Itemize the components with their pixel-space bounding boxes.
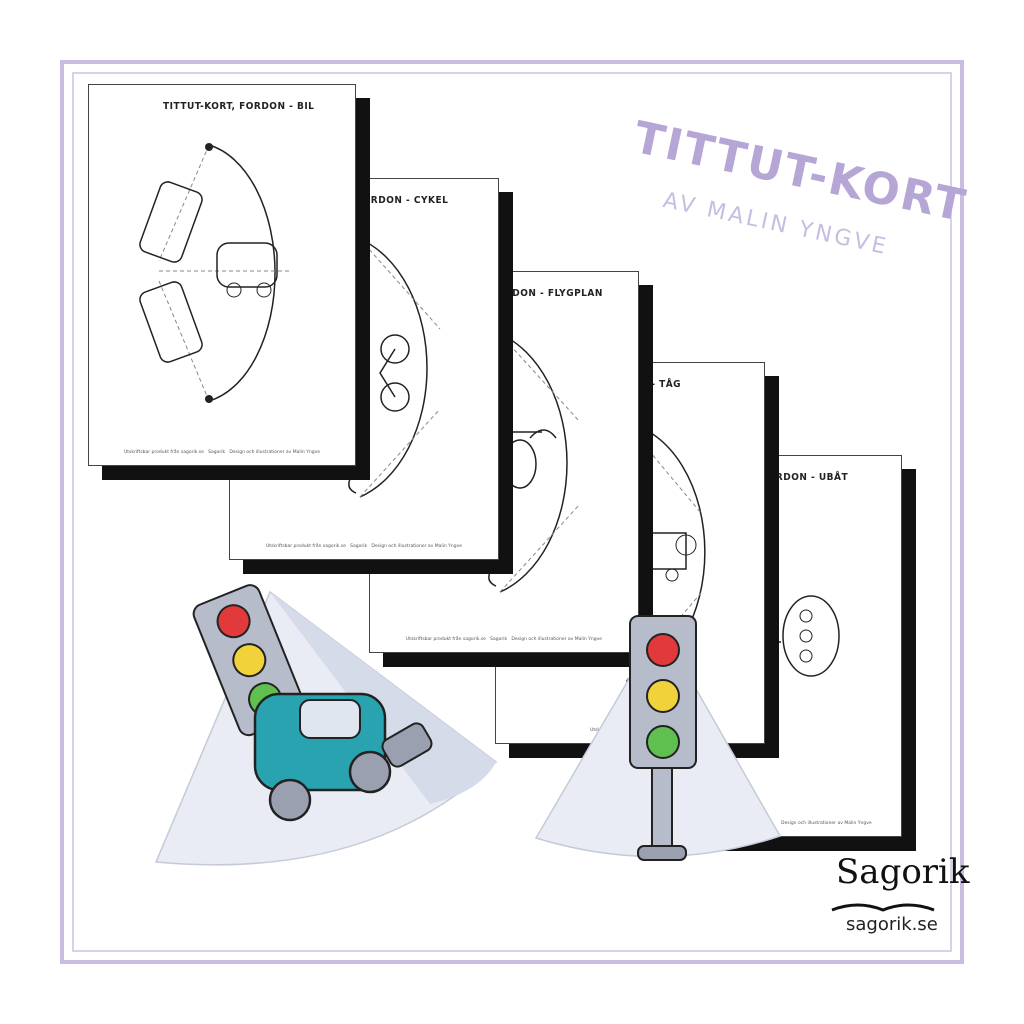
car-icon bbox=[253, 692, 433, 822]
sheet-title: FORDON - UBÅT bbox=[761, 472, 849, 483]
traffic-light-icon bbox=[139, 181, 203, 263]
sheet-bicycle-drawing bbox=[348, 238, 441, 498]
sheet-title: RDON - TÅG bbox=[616, 379, 682, 390]
sheet-car: TITTUT-KORT, FORDON - BIL Utskriftsbar p… bbox=[88, 84, 356, 466]
traffic-light-icon bbox=[629, 615, 697, 861]
airplane-icon bbox=[503, 439, 537, 489]
sheet-airplane-drawing bbox=[488, 333, 581, 593]
frame-inner-border bbox=[72, 72, 952, 952]
sheet-footer: Utskriftsbar produkt från sagorik.se Sag… bbox=[123, 450, 321, 455]
frame-outer-border bbox=[60, 60, 964, 964]
sheet-title: FORDON - FLYGPLAN bbox=[490, 288, 603, 299]
sheet-footer: Design och illustrationer av Malin Yngve bbox=[781, 821, 872, 826]
submarine-icon bbox=[782, 595, 840, 677]
sheet-title: FORDON - CYKEL bbox=[356, 195, 449, 206]
brand-logo: Sagorik bbox=[836, 852, 970, 892]
sheet-footer: Utskriftsbar produkt från sagorik.se Sag… bbox=[265, 544, 463, 549]
assembled-traffic-light-card bbox=[534, 615, 782, 861]
book-icon bbox=[831, 903, 935, 912]
sheet-footer: Utskriftsbar produkt från sagorik.se Sag… bbox=[405, 637, 603, 642]
sheet-title: TITTUT-KORT, FORDON - BIL bbox=[163, 101, 315, 112]
assembled-car-card bbox=[154, 584, 498, 866]
bicycle-icon bbox=[380, 334, 410, 364]
car-icon bbox=[216, 242, 278, 288]
sheet-car-drawing bbox=[139, 143, 289, 403]
brand-url: sagorik.se bbox=[846, 914, 938, 935]
